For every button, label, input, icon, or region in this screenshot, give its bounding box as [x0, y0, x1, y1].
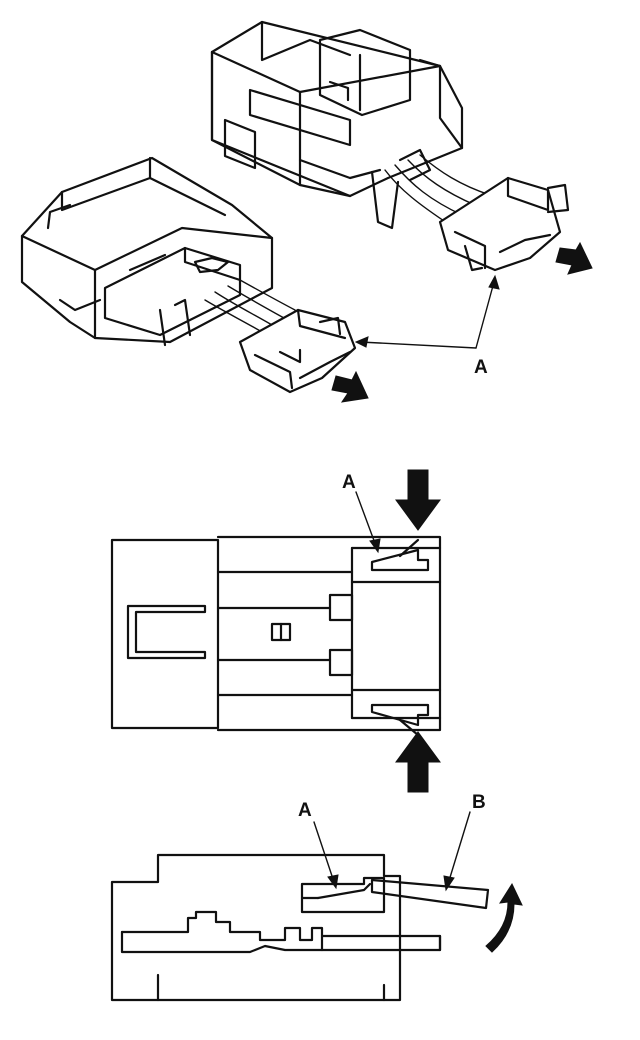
lower-pull-arrow: [331, 370, 369, 403]
label-a-top: A: [474, 357, 488, 378]
lower-retainer-clip: [238, 308, 357, 394]
label-a-bottom: A: [298, 800, 312, 821]
connector-side-section: [110, 853, 442, 1002]
lower-connector: [20, 156, 274, 347]
upper-retainer-clip: [438, 176, 570, 272]
lower-connector-wires: [204, 279, 296, 333]
upper-connector-wires: [384, 154, 491, 226]
push-arrow-down: [395, 469, 441, 531]
label-a-middle-leader: [355, 491, 381, 554]
connector-top-view: [110, 535, 442, 737]
label-a-middle: A: [342, 472, 356, 493]
label-a-bottom-leader: [313, 821, 339, 890]
lift-arrow: [485, 882, 523, 953]
upper-pull-arrow: [555, 241, 593, 275]
label-b: B: [472, 792, 486, 813]
label-b-leader: [443, 811, 471, 892]
tool-b: [370, 878, 490, 910]
upper-connector: [210, 20, 464, 230]
push-arrow-up: [395, 731, 441, 793]
label-a-leaders: [354, 274, 500, 349]
